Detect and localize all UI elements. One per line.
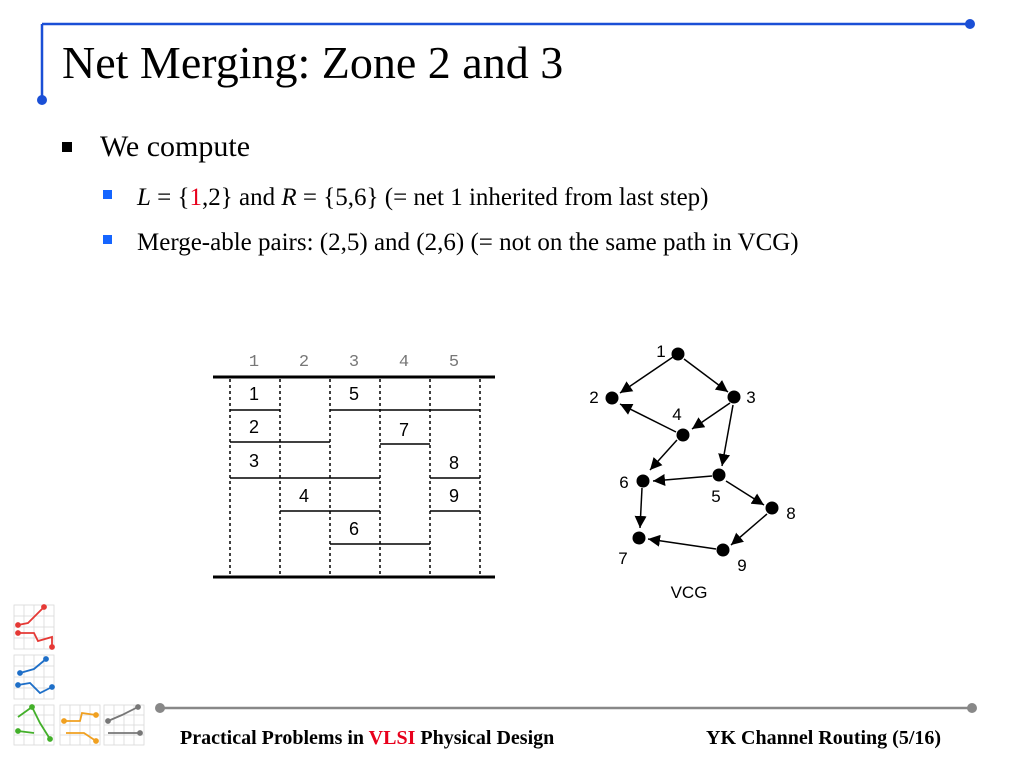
- vcg-edge: [691, 402, 731, 430]
- sub-bullet-pairs: Merge-able pairs: (2,5) and (2,6) (= not…: [103, 227, 893, 259]
- net-label: 9: [449, 486, 459, 506]
- vcg-caption: VCG: [671, 583, 708, 602]
- vcg-node-label: 9: [737, 556, 746, 575]
- vcg-node: [676, 428, 690, 442]
- vcg-edge: [730, 513, 768, 546]
- column-label: 4: [399, 353, 409, 372]
- net-label: 2: [249, 417, 259, 437]
- vcg-node: [605, 391, 619, 405]
- footer-course: Practical Problems in VLSI Physical Desi…: [180, 727, 554, 750]
- sub-bullet-text: Merge-able pairs: (2,5) and (2,6) (= not…: [137, 229, 799, 256]
- net-label: 4: [299, 486, 309, 506]
- vcg-node-label: 6: [619, 473, 628, 492]
- net-label: 6: [349, 519, 359, 539]
- column-label: 5: [449, 353, 459, 372]
- vcg-edge: [647, 534, 717, 550]
- net-label: 1: [249, 384, 259, 404]
- vcg-edge: [652, 474, 713, 486]
- vcg-node: [632, 531, 646, 545]
- channel-diagram: 1 2 3 4 5 1 2 3 4 5 6 7 8 9: [213, 353, 495, 579]
- vcg-edge: [649, 439, 678, 471]
- text-part: ,2} and: [202, 184, 282, 211]
- column-label: 1: [249, 353, 259, 372]
- vcg-edge: [619, 356, 674, 394]
- page-title: Net Merging: Zone 2 and 3: [62, 37, 564, 88]
- bullet-item: We compute: [62, 130, 250, 164]
- footer-text: Physical Design: [415, 727, 555, 749]
- bullet-text: We compute: [100, 130, 251, 163]
- vcg-node: [671, 347, 685, 361]
- var-r: R: [281, 184, 297, 211]
- vcg-node-label: 5: [711, 487, 720, 506]
- vcg-node-label: 7: [618, 549, 627, 568]
- square-bullet-icon: [103, 235, 112, 244]
- vcg-edge: [683, 358, 729, 393]
- text-part: = {: [150, 184, 190, 211]
- net-label: 3: [249, 451, 259, 471]
- vcg-node-label: 4: [672, 405, 681, 424]
- vcg-node: [636, 474, 650, 488]
- column-label: 2: [299, 353, 309, 372]
- vcg-edge: [725, 480, 765, 506]
- vcg-node-label: 8: [786, 504, 795, 523]
- var-l: L: [137, 184, 151, 211]
- vcg-graph: 1 2 3 4 5 6 7 8 9 VCG: [589, 342, 795, 602]
- vcg-edge: [718, 404, 734, 467]
- square-bullet-icon: [62, 142, 72, 153]
- vcg-node: [727, 390, 741, 404]
- vcg-edge: [634, 487, 647, 529]
- vcg-node-label: 1: [656, 342, 665, 361]
- vcg-node: [765, 501, 779, 515]
- net-label: 8: [449, 453, 459, 473]
- column-label: 3: [349, 353, 359, 372]
- sub-bullet-lr: L = {1,2} and R = {5,6} (= net 1 inherit…: [103, 182, 709, 214]
- vcg-node: [712, 468, 726, 482]
- net-label: 7: [399, 420, 409, 440]
- vcg-node-label: 3: [746, 388, 755, 407]
- sub-bullet-text: L = {1,2} and R = {5,6} (= net 1 inherit…: [137, 182, 709, 214]
- routing-logo-icon: [13, 604, 145, 746]
- footer-text: Practical Problems in: [180, 727, 369, 749]
- footer-slide-number: YK Channel Routing (5/16): [706, 727, 942, 749]
- net-label: 5: [349, 384, 359, 404]
- vcg-edge: [619, 403, 677, 433]
- highlight-net: 1: [189, 184, 203, 211]
- footer-highlight: VLSI: [368, 727, 416, 749]
- square-bullet-icon: [103, 190, 112, 199]
- vcg-node: [716, 543, 730, 557]
- vcg-node-label: 2: [589, 388, 598, 407]
- text-part: = {5,6} (= net 1 inherited from last ste…: [296, 184, 709, 211]
